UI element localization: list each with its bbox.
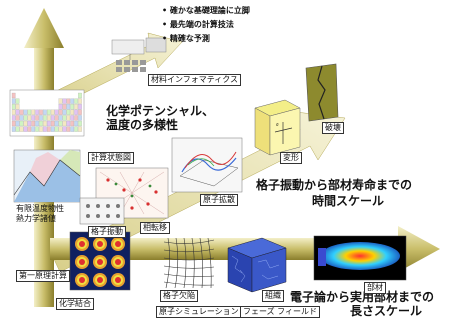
component-image xyxy=(313,235,407,281)
heading-temp-diversity: 温度の多様性 xyxy=(106,118,179,132)
materials-informatics-image xyxy=(111,37,167,72)
label-first-principles: 第一原理計算 xyxy=(16,270,70,282)
label-lattice-defect: 格子欠陥 xyxy=(160,290,198,302)
label-atomic-diffusion: 原子拡散 xyxy=(200,194,238,206)
label-phase-transition: 相転移 xyxy=(140,222,170,234)
bullet-item: 最先端の計算技法 xyxy=(162,18,250,32)
label-phase-diagram-calc: 計算状態図 xyxy=(88,152,134,164)
heading-length-scale-1: 電子論から実用部材までの xyxy=(290,290,435,304)
bullet-item: 精確な予測 xyxy=(162,32,250,46)
atomic-diffusion-plot xyxy=(171,137,243,193)
label-deformation: 変形 xyxy=(280,152,302,164)
heading-time-scale-1: 格子振動から部材寿命までの xyxy=(256,178,413,192)
first-principles-image xyxy=(69,231,131,291)
lattice-vibration-image xyxy=(79,197,125,225)
lattice-defect-image xyxy=(163,237,215,289)
label-finite-temp: 有限温度物性 xyxy=(16,204,64,213)
bullet-item: 確かな基礎理論に立脚 xyxy=(162,4,250,18)
label-atomic-simulation: 原子シミュレーション xyxy=(156,306,242,318)
label-thermo-funcs: 熱力学諸値 xyxy=(16,214,56,223)
label-microstructure: 組織 xyxy=(262,290,284,302)
label-component: 部材 xyxy=(364,282,386,294)
phase-diagram-image xyxy=(13,149,81,203)
horizontal-arrow-bottom xyxy=(50,226,440,272)
label-materials-informatics: 材料インフォマティクス xyxy=(148,74,242,86)
phase-transition-lattice xyxy=(95,167,169,219)
heading-time-scale-2: 時間スケール xyxy=(312,194,385,208)
microstructure-cube xyxy=(227,237,287,293)
feature-bullets: 確かな基礎理論に立脚 最先端の計算技法 精確な予測 xyxy=(162,4,250,46)
label-breakage: 破壊 xyxy=(322,122,344,134)
svg-text:σ: σ xyxy=(276,122,279,127)
label-chemical-bond: 化学結合 xyxy=(56,298,94,310)
heading-chem-potential: 化学ポテンシャル、 xyxy=(106,104,215,118)
deformation-cube: σ xyxy=(254,99,301,156)
breakage-image xyxy=(305,63,339,122)
periodic-table-image xyxy=(9,89,85,137)
heading-length-scale-2: 長さスケール xyxy=(350,304,423,318)
label-phase-field: フェーズ フィールド xyxy=(240,306,320,318)
label-lattice-vibration: 格子振動 xyxy=(88,226,126,238)
